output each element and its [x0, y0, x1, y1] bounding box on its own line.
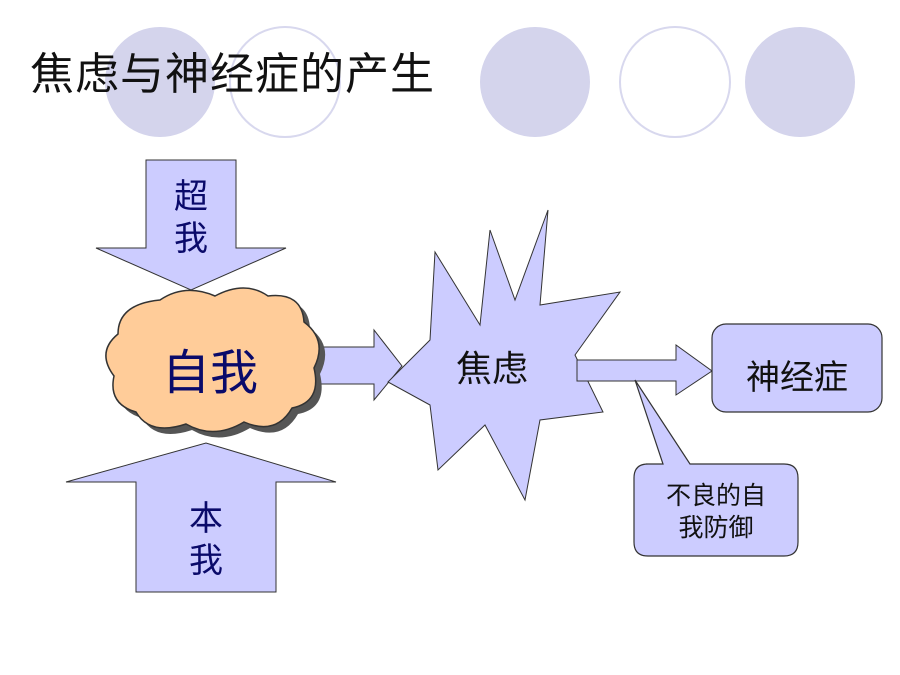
superego-label: 超 我 [161, 176, 221, 260]
id-label-line1: 本 [189, 499, 223, 539]
neurosis-box [711, 323, 883, 413]
id-label-line2: 我 [189, 541, 223, 581]
id-arrow [65, 442, 337, 593]
decor-circle-5 [745, 27, 855, 137]
superego-arrow [95, 159, 287, 291]
anxiety-to-neurosis-arrow [576, 344, 713, 396]
defense-label: 不良的自 我防御 [634, 480, 798, 544]
ego-to-anxiety-arrow [317, 328, 403, 402]
superego-label-line2: 我 [174, 219, 208, 259]
defense-label-line2: 我防御 [678, 513, 754, 542]
ego-cloud [105, 287, 320, 433]
neurosis-label: 神经症 [746, 358, 848, 398]
decor-circle-3 [480, 27, 590, 137]
decor-circles [105, 26, 855, 138]
page-title: 焦虑与神经症的产生 [30, 49, 435, 100]
defense-label-line1: 不良的自 [665, 481, 766, 510]
id-label: 本 我 [176, 498, 236, 582]
decor-circle-1 [105, 27, 215, 137]
superego-label-line1: 超 [174, 177, 208, 217]
ego-label: 自我 [161, 345, 258, 401]
decor-circle-4 [619, 26, 731, 138]
anxiety-label: 焦虑 [455, 349, 528, 390]
anxiety-burst [387, 209, 622, 502]
defense-callout [633, 379, 799, 557]
decor-circle-2 [229, 26, 341, 138]
